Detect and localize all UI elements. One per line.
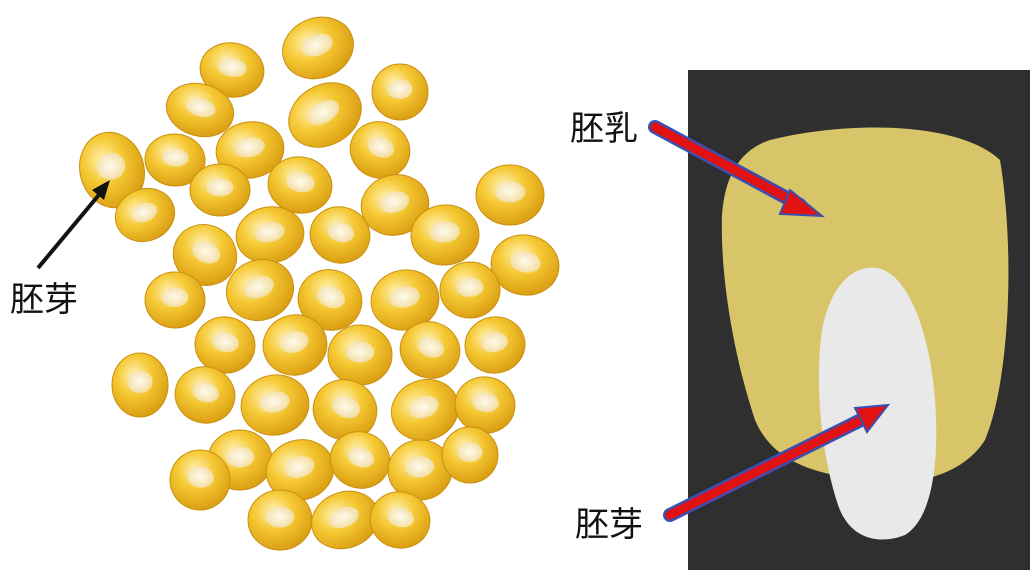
- germ-label-right: 胚芽: [575, 508, 643, 542]
- black-arrow-icon: [38, 180, 110, 268]
- corn-kernel: [461, 312, 530, 378]
- corn-kernel: [112, 353, 168, 417]
- corn-kernel: [236, 370, 313, 441]
- germ-label-left: 胚芽: [10, 283, 78, 317]
- corn-kernel: [451, 372, 520, 438]
- corn-kernel: [274, 7, 362, 88]
- corn-kernel: [442, 427, 498, 483]
- endosperm-label: 胚乳: [570, 112, 638, 146]
- corn-kernel: [190, 164, 250, 216]
- corn-kernel: [372, 64, 428, 120]
- corn-kernel: [440, 262, 500, 318]
- corn-kernel: [328, 325, 392, 385]
- corn-kernel: [248, 490, 312, 550]
- corn-kernel: [145, 272, 205, 328]
- corn-kernel: [476, 165, 544, 225]
